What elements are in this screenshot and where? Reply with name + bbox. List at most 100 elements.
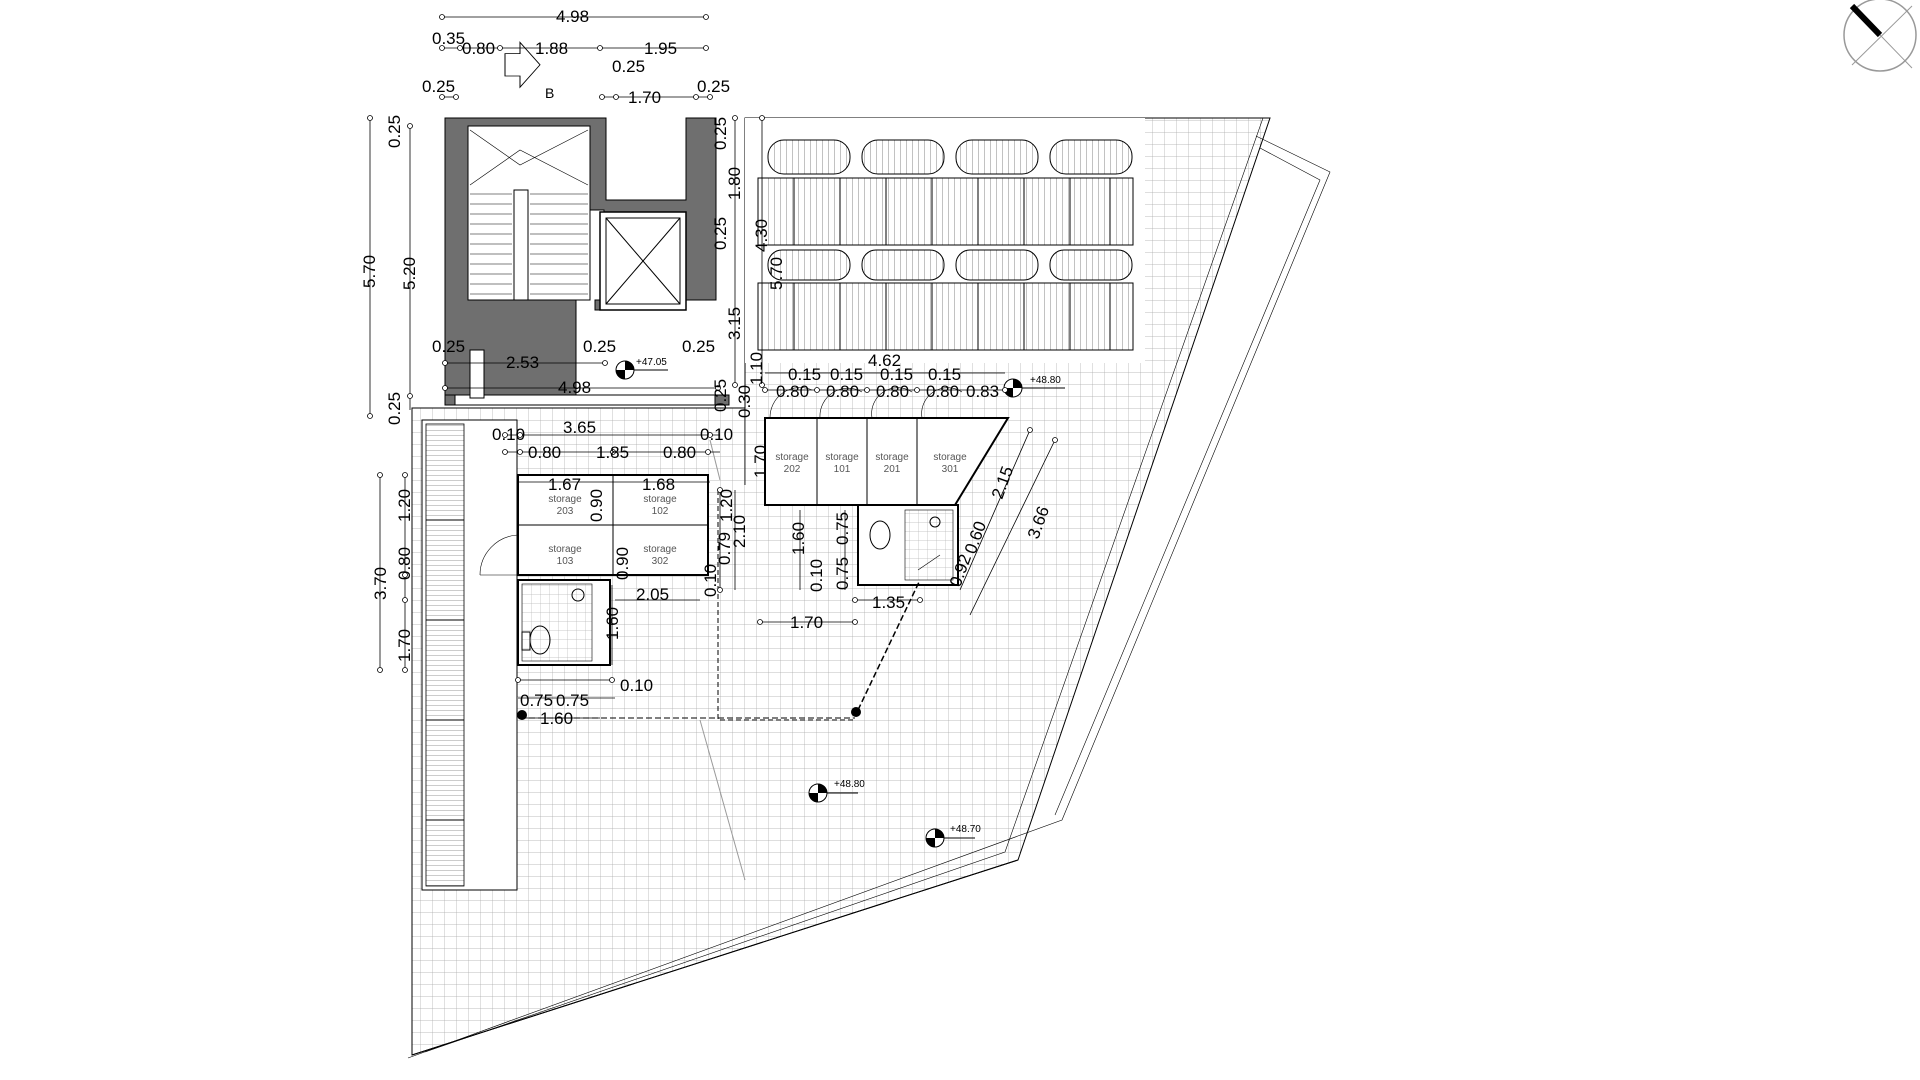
room-number: 202 <box>784 464 801 475</box>
dim-text: 3.70 <box>371 567 390 600</box>
dim-text: 0.25 <box>422 77 455 96</box>
level-marker-middle <box>808 783 858 803</box>
wc-left <box>517 579 611 666</box>
dim-text: 0.80 <box>663 443 696 462</box>
dim-text: 0.80 <box>826 382 859 401</box>
dim-text: 0.10 <box>701 564 720 597</box>
dim-text: 1.60 <box>540 709 573 728</box>
dim-text: 0.25 <box>385 115 404 148</box>
dim-text: 3.65 <box>563 418 596 437</box>
dim-text: 0.80 <box>776 382 809 401</box>
dim-text: 0.83 <box>966 382 999 401</box>
dim-text: 0.80 <box>926 382 959 401</box>
dim-text: 0.10 <box>700 425 733 444</box>
dim-text: 2.53 <box>506 353 539 372</box>
stair-core <box>444 117 730 406</box>
dim-text: 0.25 <box>612 57 645 76</box>
dim-text: 0.80 <box>462 39 495 58</box>
room-number: 301 <box>942 464 959 475</box>
dim-text: 2.10 <box>730 515 749 548</box>
dim-text: 1.95 <box>644 39 677 58</box>
dim-text: 3.15 <box>725 307 744 340</box>
dim-text: 1.88 <box>535 39 568 58</box>
dim-text: 0.25 <box>697 77 730 96</box>
wc-right <box>857 504 959 586</box>
dim-text: 0.15 <box>830 365 863 384</box>
dim-text: 0.10 <box>807 559 826 592</box>
room-number: 101 <box>834 464 851 475</box>
dim-text: 0.15 <box>928 365 961 384</box>
dim-text: 0.80 <box>528 443 561 462</box>
dim-text: 0.25 <box>583 337 616 356</box>
room-label: storage <box>933 452 967 463</box>
north-arrow-icon <box>1843 0 1917 72</box>
left-strip <box>421 419 518 891</box>
dim-text: 1.85 <box>596 443 629 462</box>
dim-text: 4.98 <box>558 378 591 397</box>
dim-text: 0.25 <box>711 117 730 150</box>
dim-text: 0.75 <box>520 691 553 710</box>
dim-text: 1.70 <box>628 88 661 107</box>
dimension-ticks <box>367 14 1058 683</box>
room-label: storage <box>548 494 582 505</box>
room-label: storage <box>548 544 582 555</box>
dim-text: 1.20 <box>717 489 736 522</box>
dim-text: 0.75 <box>556 691 589 710</box>
dim-text: 0.10 <box>492 425 525 444</box>
level-label-middle: +48.80 <box>834 779 865 790</box>
room-labels: storage 202 storage 101 storage 201 stor… <box>548 452 967 567</box>
roof-terrace <box>745 118 1145 363</box>
room-label: storage <box>643 544 677 555</box>
room-label: storage <box>643 494 677 505</box>
dim-text: 1.70 <box>751 445 770 478</box>
dim-text: 4.98 <box>556 7 589 26</box>
section-marker: B <box>504 41 554 101</box>
room-number: 203 <box>557 506 574 517</box>
dim-text: 5.20 <box>400 257 419 290</box>
dim-text: 0.75 <box>833 557 852 590</box>
dim-text: 0.79 <box>715 532 734 565</box>
level-label-terrace: +48.80 <box>1030 375 1061 386</box>
dim-text: 1.60 <box>603 607 622 640</box>
dim-text: 4.62 <box>868 351 901 370</box>
room-label: storage <box>875 452 909 463</box>
dim-text: 1.10 <box>747 352 766 385</box>
dim-text: 2.05 <box>636 585 669 604</box>
dim-text: 0.75 <box>833 512 852 545</box>
storage-block-right <box>764 387 1010 506</box>
storage-block-left <box>479 474 709 576</box>
room-label: storage <box>775 452 809 463</box>
level-label-lower: +48.70 <box>950 824 981 835</box>
dim-text: 0.90 <box>613 547 632 580</box>
dim-text: 5.70 <box>360 255 379 288</box>
dim-text: 1.70 <box>790 613 823 632</box>
dim-text: 0.80 <box>395 547 414 580</box>
room-number: 103 <box>557 556 574 567</box>
dim-text: 0.90 <box>587 489 606 522</box>
room-number: 201 <box>884 464 901 475</box>
room-label: storage <box>825 452 859 463</box>
rounded-planters <box>767 139 1133 281</box>
dim-text: 0.10 <box>620 676 653 695</box>
level-marker-icon <box>615 360 668 380</box>
dim-text: 0.35 <box>432 29 465 48</box>
dim-text: 0.25 <box>432 337 465 356</box>
anchor-dots <box>517 707 861 720</box>
dim-text: 1.80 <box>725 167 744 200</box>
level-label-stair: +47.05 <box>636 357 667 368</box>
dim-text: 0.25 <box>682 337 715 356</box>
dim-text: 1.35 <box>872 593 905 612</box>
dim-text: 1.60 <box>789 522 808 555</box>
dim-text: 1.68 <box>642 475 675 494</box>
level-marker-lower <box>925 828 975 848</box>
dim-text: 0.30 <box>735 385 754 418</box>
dim-text: 0.25 <box>711 217 730 250</box>
dim-text: 1.67 <box>548 475 581 494</box>
dim-text: 1.20 <box>395 489 414 522</box>
dim-text: 0.80 <box>876 382 909 401</box>
dim-text: 5.70 <box>767 257 786 290</box>
section-label: B <box>545 85 554 101</box>
stair-treads <box>469 129 589 301</box>
dim-text: 1.70 <box>395 629 414 662</box>
